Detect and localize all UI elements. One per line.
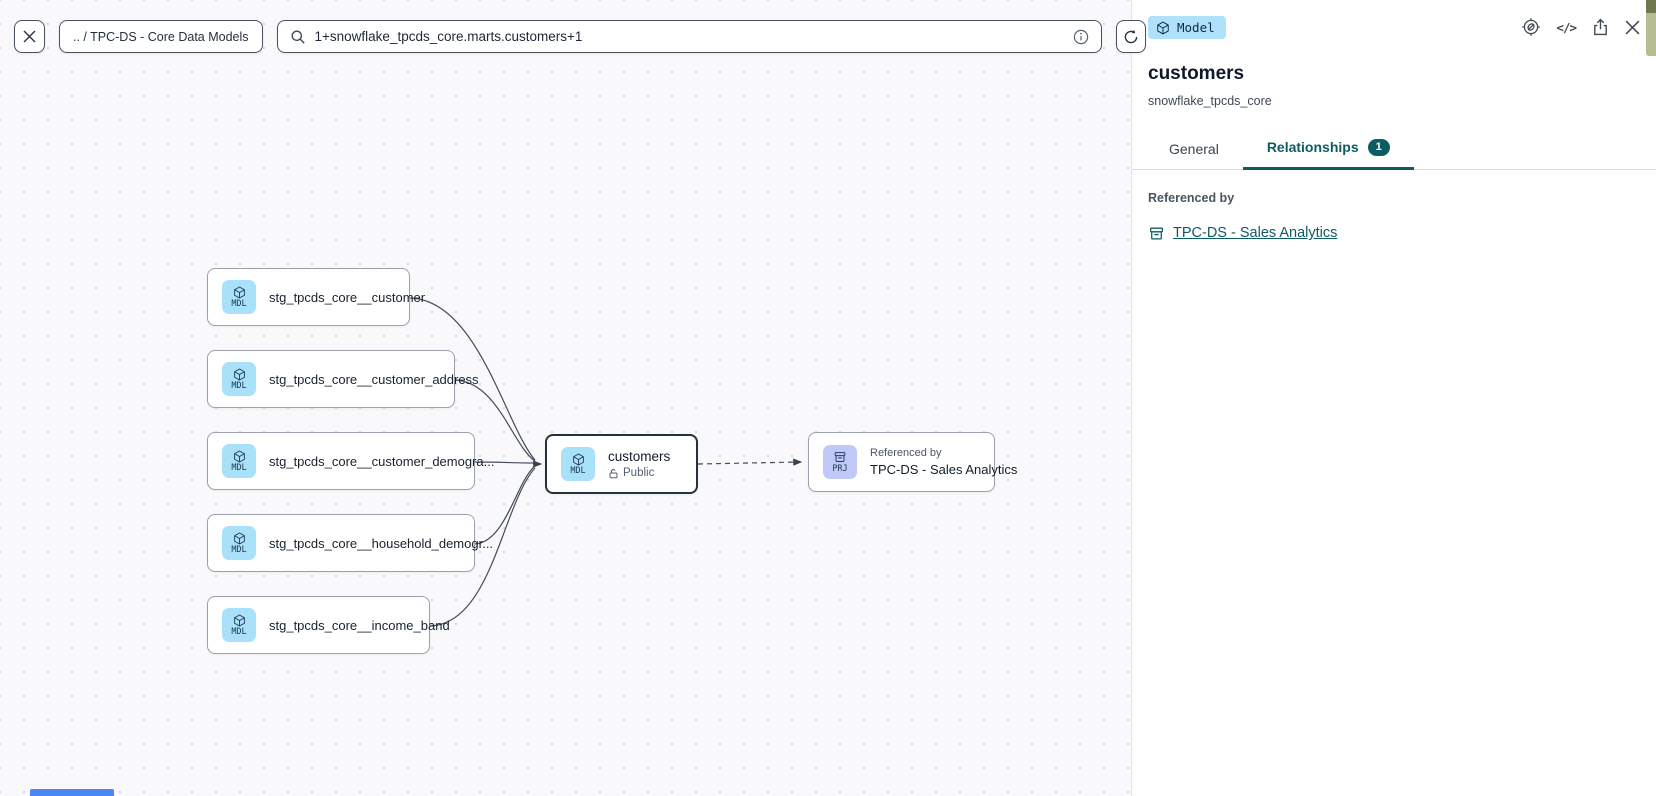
node-kicker: Referenced by bbox=[870, 447, 942, 459]
node-label: stg_tpcds_core__household_demogr... bbox=[269, 535, 494, 551]
lineage-node-customers-selected[interactable]: MDL customers Public bbox=[545, 434, 698, 494]
explore-lineage-icon[interactable] bbox=[1521, 17, 1541, 37]
view-code-icon[interactable]: </> bbox=[1556, 19, 1577, 35]
search-icon bbox=[290, 29, 306, 45]
referenced-by-link[interactable]: TPC-DS - Sales Analytics bbox=[1173, 225, 1338, 242]
node-label: stg_tpcds_core__customer bbox=[269, 289, 426, 305]
model-badge-chip: MDL bbox=[222, 280, 256, 314]
relationships-count-badge: 1 bbox=[1367, 138, 1390, 156]
close-panel-icon[interactable] bbox=[1625, 20, 1640, 35]
cube-icon bbox=[233, 368, 245, 381]
relationships-tab-content: Referenced by TPC-DS - Sales Analytics bbox=[1132, 170, 1656, 263]
referenced-by-heading: Referenced by bbox=[1148, 190, 1235, 205]
panel-subtitle: snowflake_tpcds_core bbox=[1148, 93, 1272, 108]
model-badge-chip: MDL bbox=[561, 447, 595, 481]
model-badge-chip: MDL bbox=[222, 362, 256, 396]
node-label: stg_tpcds_core__customer_address bbox=[269, 371, 479, 387]
lineage-node-stg-customer[interactable]: MDL stg_tpcds_core__customer bbox=[207, 268, 425, 326]
refresh-icon bbox=[1123, 29, 1139, 45]
panel-action-icons: </> bbox=[1521, 17, 1640, 37]
node-label: stg_tpcds_core__income_band bbox=[269, 617, 450, 633]
lineage-node-stg-customer-address[interactable]: MDL stg_tpcds_core__customer_address bbox=[207, 350, 479, 408]
share-icon[interactable] bbox=[1591, 18, 1610, 37]
archive-box-icon bbox=[834, 452, 846, 463]
close-icon bbox=[23, 30, 36, 43]
breadcrumb[interactable]: .. / TPC-DS - Core Data Models bbox=[59, 20, 263, 53]
close-lineage-button[interactable] bbox=[14, 20, 45, 53]
panel-title: customers bbox=[1148, 62, 1245, 84]
lineage-node-stg-income-band[interactable]: MDL stg_tpcds_core__income_band bbox=[207, 596, 450, 654]
cube-icon bbox=[233, 450, 245, 463]
refresh-lineage-button[interactable] bbox=[1115, 20, 1146, 53]
lineage-edges bbox=[409, 297, 803, 627]
lineage-canvas[interactable]: .. / TPC-DS - Core Data Models bbox=[0, 0, 1146, 796]
minimap-fragment bbox=[30, 789, 114, 796]
lineage-selector-input[interactable] bbox=[314, 29, 1064, 44]
screen-edge-artifact bbox=[1646, 0, 1656, 56]
model-badge-chip: MDL bbox=[222, 526, 256, 560]
cube-icon bbox=[572, 453, 584, 466]
details-panel: Model </> bbox=[1131, 0, 1656, 796]
node-label: stg_tpcds_core__customer_demogra... bbox=[269, 453, 495, 469]
panel-header: Model </> bbox=[1132, 0, 1656, 108]
project-icon bbox=[1150, 227, 1163, 240]
node-access-label: Public bbox=[623, 467, 655, 479]
model-badge-chip: MDL bbox=[222, 444, 256, 478]
node-title: customers bbox=[608, 449, 671, 464]
info-icon[interactable] bbox=[1073, 29, 1089, 45]
cube-icon bbox=[233, 286, 245, 299]
node-access-row: Public bbox=[608, 467, 670, 479]
resource-type-label: Model bbox=[1177, 20, 1215, 35]
canvas-topbar: .. / TPC-DS - Core Data Models bbox=[14, 20, 1146, 53]
cube-icon bbox=[233, 614, 245, 627]
model-badge-chip: MDL bbox=[222, 608, 256, 642]
breadcrumb-label: .. / TPC-DS - Core Data Models bbox=[73, 29, 249, 44]
referenced-by-item: TPC-DS - Sales Analytics bbox=[1148, 225, 1640, 242]
panel-tabs: General Relationships 1 bbox=[1132, 129, 1656, 170]
cube-icon bbox=[1157, 20, 1169, 35]
resource-type-badge: Model bbox=[1148, 16, 1226, 39]
cube-icon bbox=[233, 532, 245, 545]
lineage-node-stg-household-demographics[interactable]: MDL stg_tpcds_core__household_demogr... bbox=[207, 514, 493, 572]
lineage-node-stg-customer-demographics[interactable]: MDL stg_tpcds_core__customer_demogra... bbox=[207, 432, 494, 490]
project-badge-chip: PRJ bbox=[823, 445, 857, 479]
tab-relationships[interactable]: Relationships 1 bbox=[1242, 129, 1414, 170]
public-access-icon bbox=[609, 468, 618, 478]
lineage-node-referenced-project[interactable]: PRJ Referenced by TPC-DS - Sales Analyti… bbox=[808, 432, 1017, 492]
tab-general[interactable]: General bbox=[1169, 140, 1219, 157]
node-title: TPC-DS - Sales Analytics bbox=[870, 462, 1018, 477]
lineage-search-box bbox=[276, 20, 1102, 53]
